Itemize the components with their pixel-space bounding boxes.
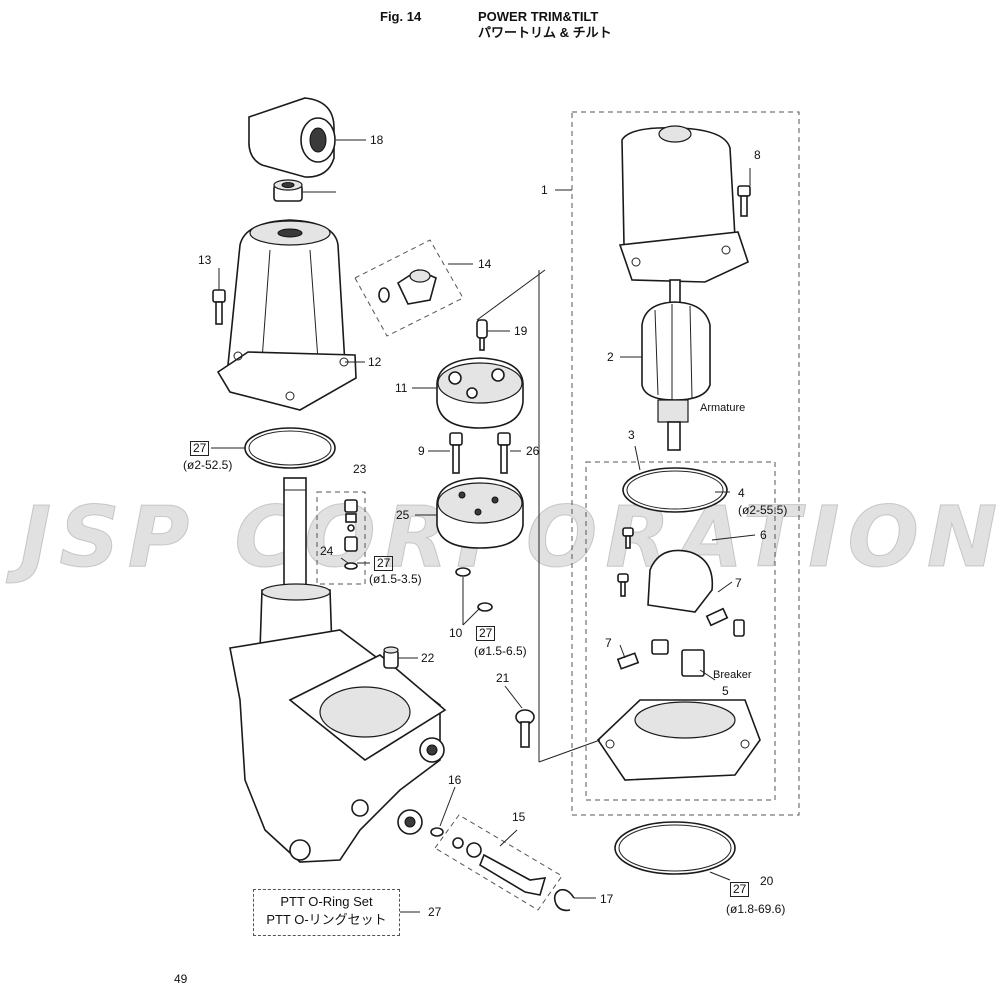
o-ring-52-5 <box>244 427 336 469</box>
tilt-cylinder-body <box>229 477 447 863</box>
part-label-8: 8 <box>754 148 761 162</box>
part-label-1: 1 <box>541 183 548 197</box>
ref-27-box: 27 <box>730 882 750 897</box>
part-18-sleeve <box>248 97 336 178</box>
part-label-6: 6 <box>760 528 767 542</box>
part-label-19: 19 <box>514 324 528 338</box>
part-label-23: 23 <box>353 462 367 476</box>
part-23-valve-parts <box>344 499 358 570</box>
part-label-7a: 7 <box>735 576 742 590</box>
brush-holder-parts <box>616 527 745 677</box>
part-23-group-box <box>316 491 366 585</box>
part-13-bolt <box>212 289 226 325</box>
oring-set-note: PTT O-Ring Set PTT O-リングセット <box>253 889 400 936</box>
part-label-4: 4 <box>738 486 745 500</box>
part-19-pin <box>476 319 488 351</box>
oring-set-title-jp: PTT O-リングセット <box>266 912 387 927</box>
ref-27-oring-69-6: 27 <box>730 882 750 897</box>
part-label-18: 18 <box>370 133 384 147</box>
size-52-5: (ø2-52.5) <box>183 458 233 472</box>
part-label-3: 3 <box>628 428 635 442</box>
armature <box>641 279 711 451</box>
part-5-base <box>596 699 761 781</box>
part-label-27: 27 <box>428 905 442 919</box>
part-22-fitting <box>383 646 399 669</box>
part-25-plate <box>436 477 524 549</box>
part-label-22: 22 <box>421 651 435 665</box>
part-28-nut <box>273 179 303 202</box>
figure-title-jp: パワートリム & チルト <box>478 25 612 40</box>
part-label-5: 5 <box>722 684 729 698</box>
part-17-snap-ring <box>553 888 575 912</box>
figure-title-en: POWER TRIM&TILT <box>478 9 599 24</box>
breaker-group-box <box>585 461 776 801</box>
part-12-reservoir <box>216 219 357 411</box>
oring-set-title-en: PTT O-Ring Set <box>280 894 373 909</box>
part-11-pump <box>436 357 524 429</box>
o-ring-55-5 <box>622 467 728 513</box>
part-label-9: 9 <box>418 444 425 458</box>
part-label-12: 12 <box>368 355 382 369</box>
part-8-screw <box>737 185 751 217</box>
page-number: 49 <box>174 972 188 986</box>
part-label-21: 21 <box>496 671 510 685</box>
part-21-bolt <box>515 709 535 748</box>
part-15-valve-kit <box>452 837 547 896</box>
o-ring-1-5-6-5 <box>477 602 493 612</box>
part-label-10: 10 <box>449 626 463 640</box>
part-label-2: 2 <box>607 350 614 364</box>
ref-27-box: 27 <box>476 626 496 641</box>
part-16-ring <box>430 827 444 837</box>
part-label-7b: 7 <box>605 636 612 650</box>
breaker-caption: Breaker <box>713 669 752 681</box>
figure-number: Fig. 14 <box>380 9 422 24</box>
ref-27-box: 27 <box>190 441 210 456</box>
part-label-25: 25 <box>396 508 410 522</box>
part-label-20: 20 <box>760 874 774 888</box>
part-label-17: 17 <box>600 892 614 906</box>
leader-lines <box>211 139 756 913</box>
ref-27-oring-1-5-6-5: 27 <box>476 626 496 641</box>
size-1-5-6-5: (ø1.5-6.5) <box>474 644 527 658</box>
part-14-group-box <box>354 239 464 337</box>
size-55-5: (ø2-55.5) <box>738 503 788 517</box>
o-ring-69-6 <box>614 821 736 875</box>
part-label-16: 16 <box>448 773 462 787</box>
ref-27-oring-52-5: 27 <box>190 441 210 456</box>
part-label-15: 15 <box>512 810 526 824</box>
ref-27-box: 27 <box>374 556 394 571</box>
part-label-24: 24 <box>320 544 334 558</box>
part-15-group-box <box>434 814 563 911</box>
part-label-13: 13 <box>198 253 212 267</box>
part-label-11: 11 <box>395 381 408 395</box>
armature-caption: Armature <box>700 402 746 414</box>
motor-housing <box>618 125 749 283</box>
size-1-5-3-5: (ø1.5-3.5) <box>369 572 422 586</box>
motor-group-box <box>571 111 800 816</box>
o-ring-10 <box>455 567 471 577</box>
part-label-26: 26 <box>526 444 540 458</box>
part-9-bolt <box>449 432 463 474</box>
part-26-bolt <box>497 432 511 474</box>
part-14-valve <box>378 269 437 305</box>
ref-27-oring-1-5-3-5: 27 <box>374 556 394 571</box>
size-69-6: (ø1.8-69.6) <box>726 902 786 916</box>
part-label-14: 14 <box>478 257 492 271</box>
